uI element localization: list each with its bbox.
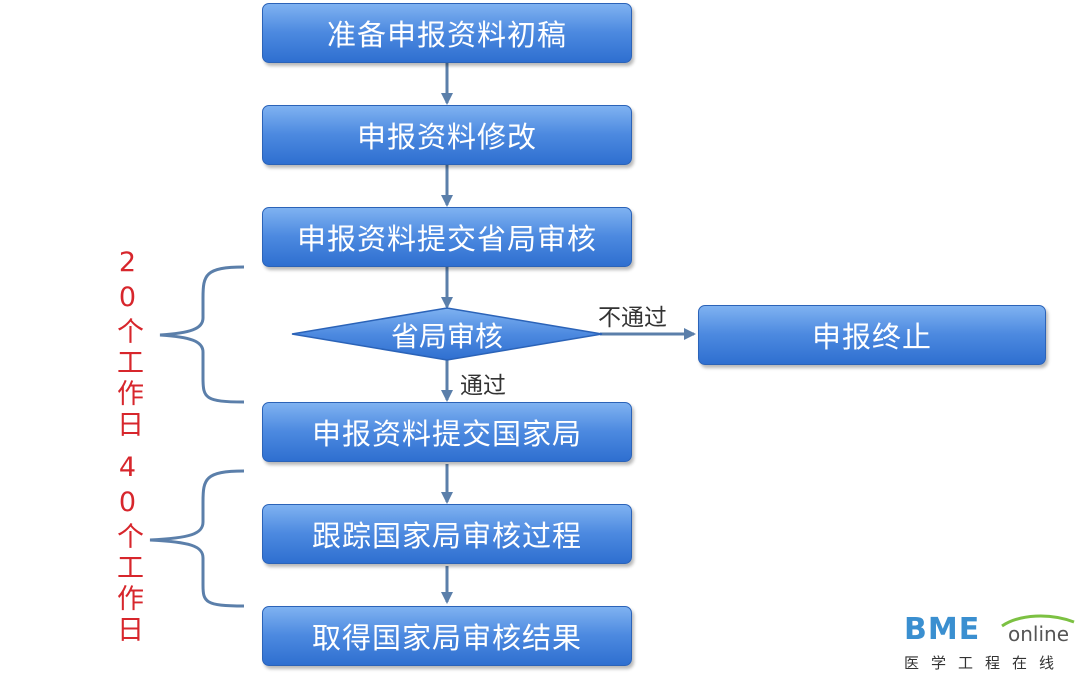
step-revise-materials-label: 申报资料修改 (356, 120, 537, 154)
logo-subtitle: 医学工程在线 (904, 654, 1067, 672)
logo-name: BME (904, 612, 981, 647)
step-submit-national: 申报资料提交国家局 (262, 402, 632, 462)
step-prepare-draft: 准备申报资料初稿 (262, 3, 632, 63)
step-obtain-national-result-label: 取得国家局审核结果 (311, 621, 582, 655)
brace-first-period (159, 265, 245, 404)
logo-suffix: online (1008, 622, 1070, 646)
side-note-second-period: 40个工作日 (112, 452, 143, 646)
step-application-terminated-label: 申报终止 (811, 320, 932, 354)
step-track-national-review-label: 跟踪国家局审核过程 (311, 519, 582, 553)
step-track-national-review: 跟踪国家局审核过程 (262, 504, 632, 564)
bme-online-logo: BME online 医学工程在线 (900, 612, 1076, 672)
edge-label-fail: 不通过 (598, 305, 667, 331)
step-submit-provincial-label: 申报资料提交省局审核 (296, 222, 597, 256)
logo-swoosh-icon (1001, 614, 1075, 628)
step-obtain-national-result: 取得国家局审核结果 (262, 606, 632, 666)
step-submit-provincial: 申报资料提交省局审核 (262, 207, 632, 267)
step-application-terminated: 申报终止 (698, 305, 1046, 365)
step-revise-materials: 申报资料修改 (262, 105, 632, 165)
side-note-first-period: 20个工作日 (112, 247, 143, 441)
decision-diamond (291, 307, 603, 361)
edge-label-pass: 通过 (460, 373, 506, 399)
brace-second-period (149, 469, 245, 608)
decision-provincial-review: 省局审核 (390, 320, 503, 353)
step-submit-national-label: 申报资料提交国家局 (311, 417, 582, 451)
step-prepare-draft-label: 准备申报资料初稿 (326, 18, 567, 52)
